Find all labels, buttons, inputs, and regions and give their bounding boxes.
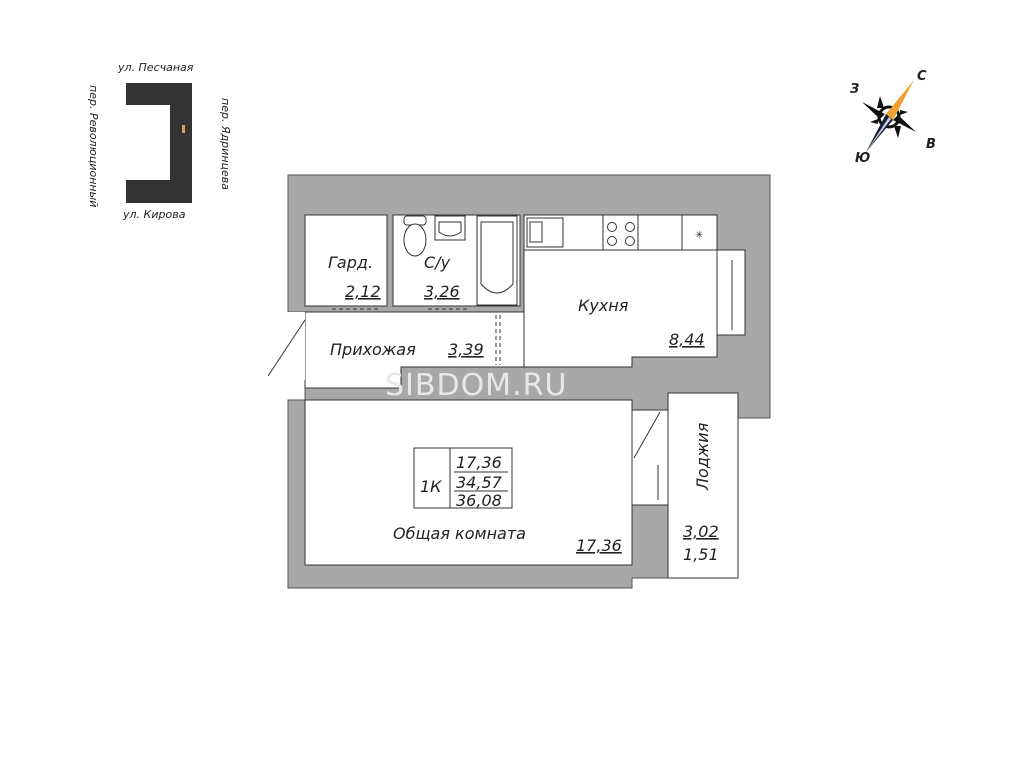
kitchen-sink-icon xyxy=(526,217,564,248)
loggia-area-reduced: 1,51 xyxy=(683,545,719,564)
compass-north: С xyxy=(917,69,927,84)
entrance-opening xyxy=(268,312,305,380)
living-area-total: 17,36 xyxy=(456,453,502,472)
loggia-area: 3,02 xyxy=(683,522,719,541)
street-south: ул. Кирова xyxy=(122,208,186,221)
loggia-door xyxy=(633,411,661,459)
street-west: пер. Революционный xyxy=(87,85,100,207)
room-hallway xyxy=(304,311,525,389)
kitchen-window xyxy=(716,249,746,336)
entrance-door xyxy=(267,319,306,377)
compass-west: З xyxy=(850,82,859,97)
loggia-door-opening xyxy=(631,409,669,506)
summary-box xyxy=(413,447,513,509)
living-name: Общая комната xyxy=(393,524,526,543)
loggia-name: Лоджия xyxy=(693,422,712,491)
bathtub-icon xyxy=(476,215,518,306)
compass-icon xyxy=(862,80,916,152)
bathroom-area: 3,26 xyxy=(424,282,460,301)
total-with-loggia: 36,08 xyxy=(456,491,502,510)
building-site-plan xyxy=(126,83,192,203)
toilet-icon xyxy=(403,215,427,257)
fridge-icon: ✳ xyxy=(681,214,718,251)
sink-icon xyxy=(434,215,466,241)
hallway-area: 3,39 xyxy=(448,340,484,359)
svg-text:✳: ✳ xyxy=(695,230,703,241)
compass-east: В xyxy=(926,137,936,152)
hallway-name: Прихожая xyxy=(330,340,416,359)
wardrobe-area: 2,12 xyxy=(345,282,381,301)
stove-icon xyxy=(602,214,639,251)
total-area: 34,57 xyxy=(456,473,503,492)
apartment-type: 1К xyxy=(420,477,442,496)
kitchen-name: Кухня xyxy=(578,296,629,315)
watermark: SIBDOM.RU xyxy=(385,368,567,403)
kitchen-area: 8,44 xyxy=(669,330,705,349)
street-east: пер. Ядринцева xyxy=(219,98,232,190)
room-wardrobe xyxy=(304,214,388,307)
bathroom-name: С/у xyxy=(424,253,451,272)
street-north: ул. Песчаная xyxy=(117,61,194,74)
living-area: 17,36 xyxy=(576,536,622,555)
compass-south: Ю xyxy=(855,151,870,166)
room-loggia xyxy=(667,392,739,579)
wardrobe-name: Гард. xyxy=(328,253,373,272)
doorway-dashes xyxy=(332,308,501,365)
